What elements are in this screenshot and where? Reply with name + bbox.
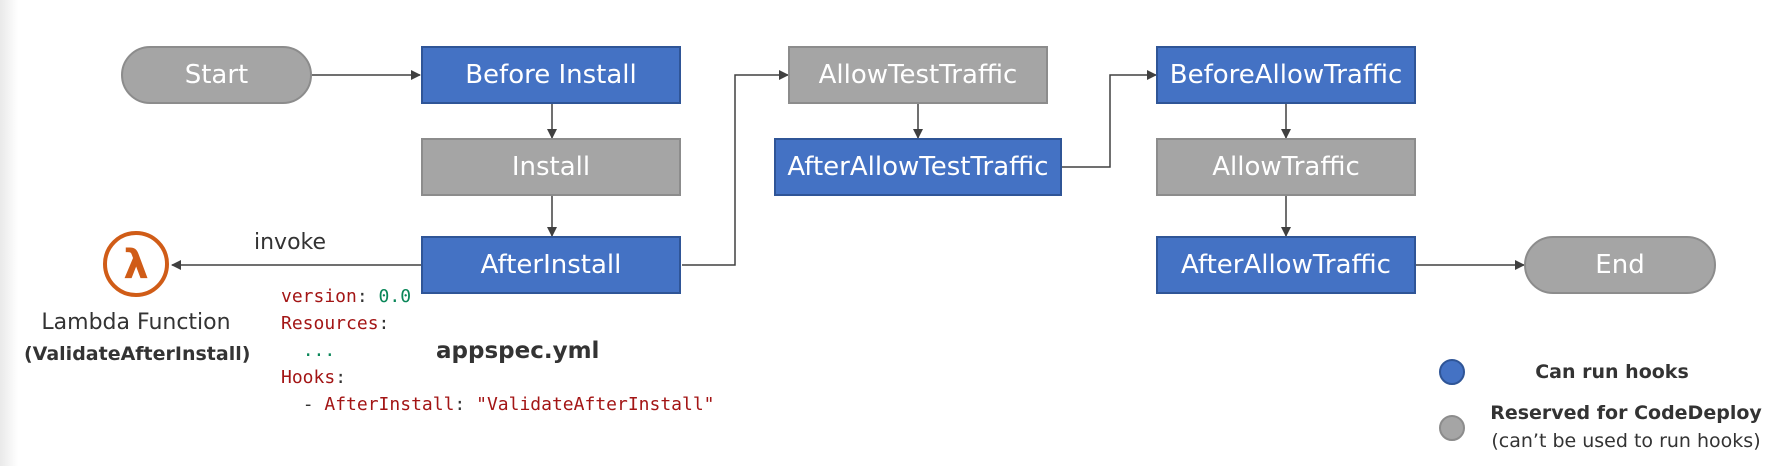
before-install-node: Before Install [421,46,681,104]
allow-traffic-label: AllowTraffic [1212,152,1360,182]
after-install-label: AfterInstall [480,250,622,280]
arrow-after-allow-test-traffic-to-before-allow-traffic [1062,70,1157,168]
after-allow-traffic-label: AfterAllowTraffic [1181,250,1391,280]
hooks-key: Hooks [281,367,336,388]
hook-value: "ValidateAfterInstall" [476,394,715,415]
end-node: End [1524,236,1716,294]
version-key: version [281,286,357,307]
hook-name: AfterInstall [324,394,455,415]
end-label: End [1595,250,1645,280]
allow-traffic-node: AllowTraffic [1156,138,1416,196]
invoke-label: invoke [254,230,327,255]
lambda-icon: λ [103,231,169,297]
code-line-resources: Resources: [281,313,390,334]
allow-test-traffic-node: AllowTestTraffic [788,46,1048,104]
before-allow-traffic-label: BeforeAllowTraffic [1169,60,1403,90]
svg-text:λ: λ [123,242,148,288]
start-node: Start [121,46,312,104]
code-line-hooks: Hooks: [281,367,347,388]
legend-blue-dot [1439,359,1465,385]
code-line-ellipsis: ... [281,337,715,364]
install-label: Install [511,152,591,182]
appspec-filename: appspec.yml [436,338,600,364]
resources-key: Resources [281,313,379,334]
code-line-hook-entry: - AfterInstall: "ValidateAfterInstall" [302,394,715,415]
start-label: Start [184,60,249,90]
after-allow-test-traffic-node: AfterAllowTestTraffic [774,138,1062,196]
arrow-after-install-to-allow-test-traffic [682,70,789,266]
legend-gray-dot [1439,415,1465,441]
lambda-title: Lambda Function [41,310,231,335]
after-allow-test-traffic-label: AfterAllowTestTraffic [787,152,1049,182]
code-line-version: version: 0.0 [281,286,412,307]
before-install-label: Before Install [465,60,637,90]
after-install-node: AfterInstall [421,236,681,294]
install-node: Install [421,138,681,196]
resources-ellipsis: ... [302,340,336,361]
left-edge-shadow [0,0,18,466]
after-allow-traffic-node: AfterAllowTraffic [1156,236,1416,294]
before-allow-traffic-node: BeforeAllowTraffic [1156,46,1416,104]
legend-gray-note: (can’t be used to run hooks) [1491,430,1761,452]
lambda-subtitle: (ValidateAfterInstall) [24,343,251,365]
version-value: 0.0 [378,286,412,307]
legend-gray-label: Reserved for CodeDeploy [1490,402,1762,424]
legend-blue-label: Can run hooks [1535,361,1689,383]
allow-test-traffic-label: AllowTestTraffic [818,60,1018,90]
hook-dash: - [302,394,325,415]
